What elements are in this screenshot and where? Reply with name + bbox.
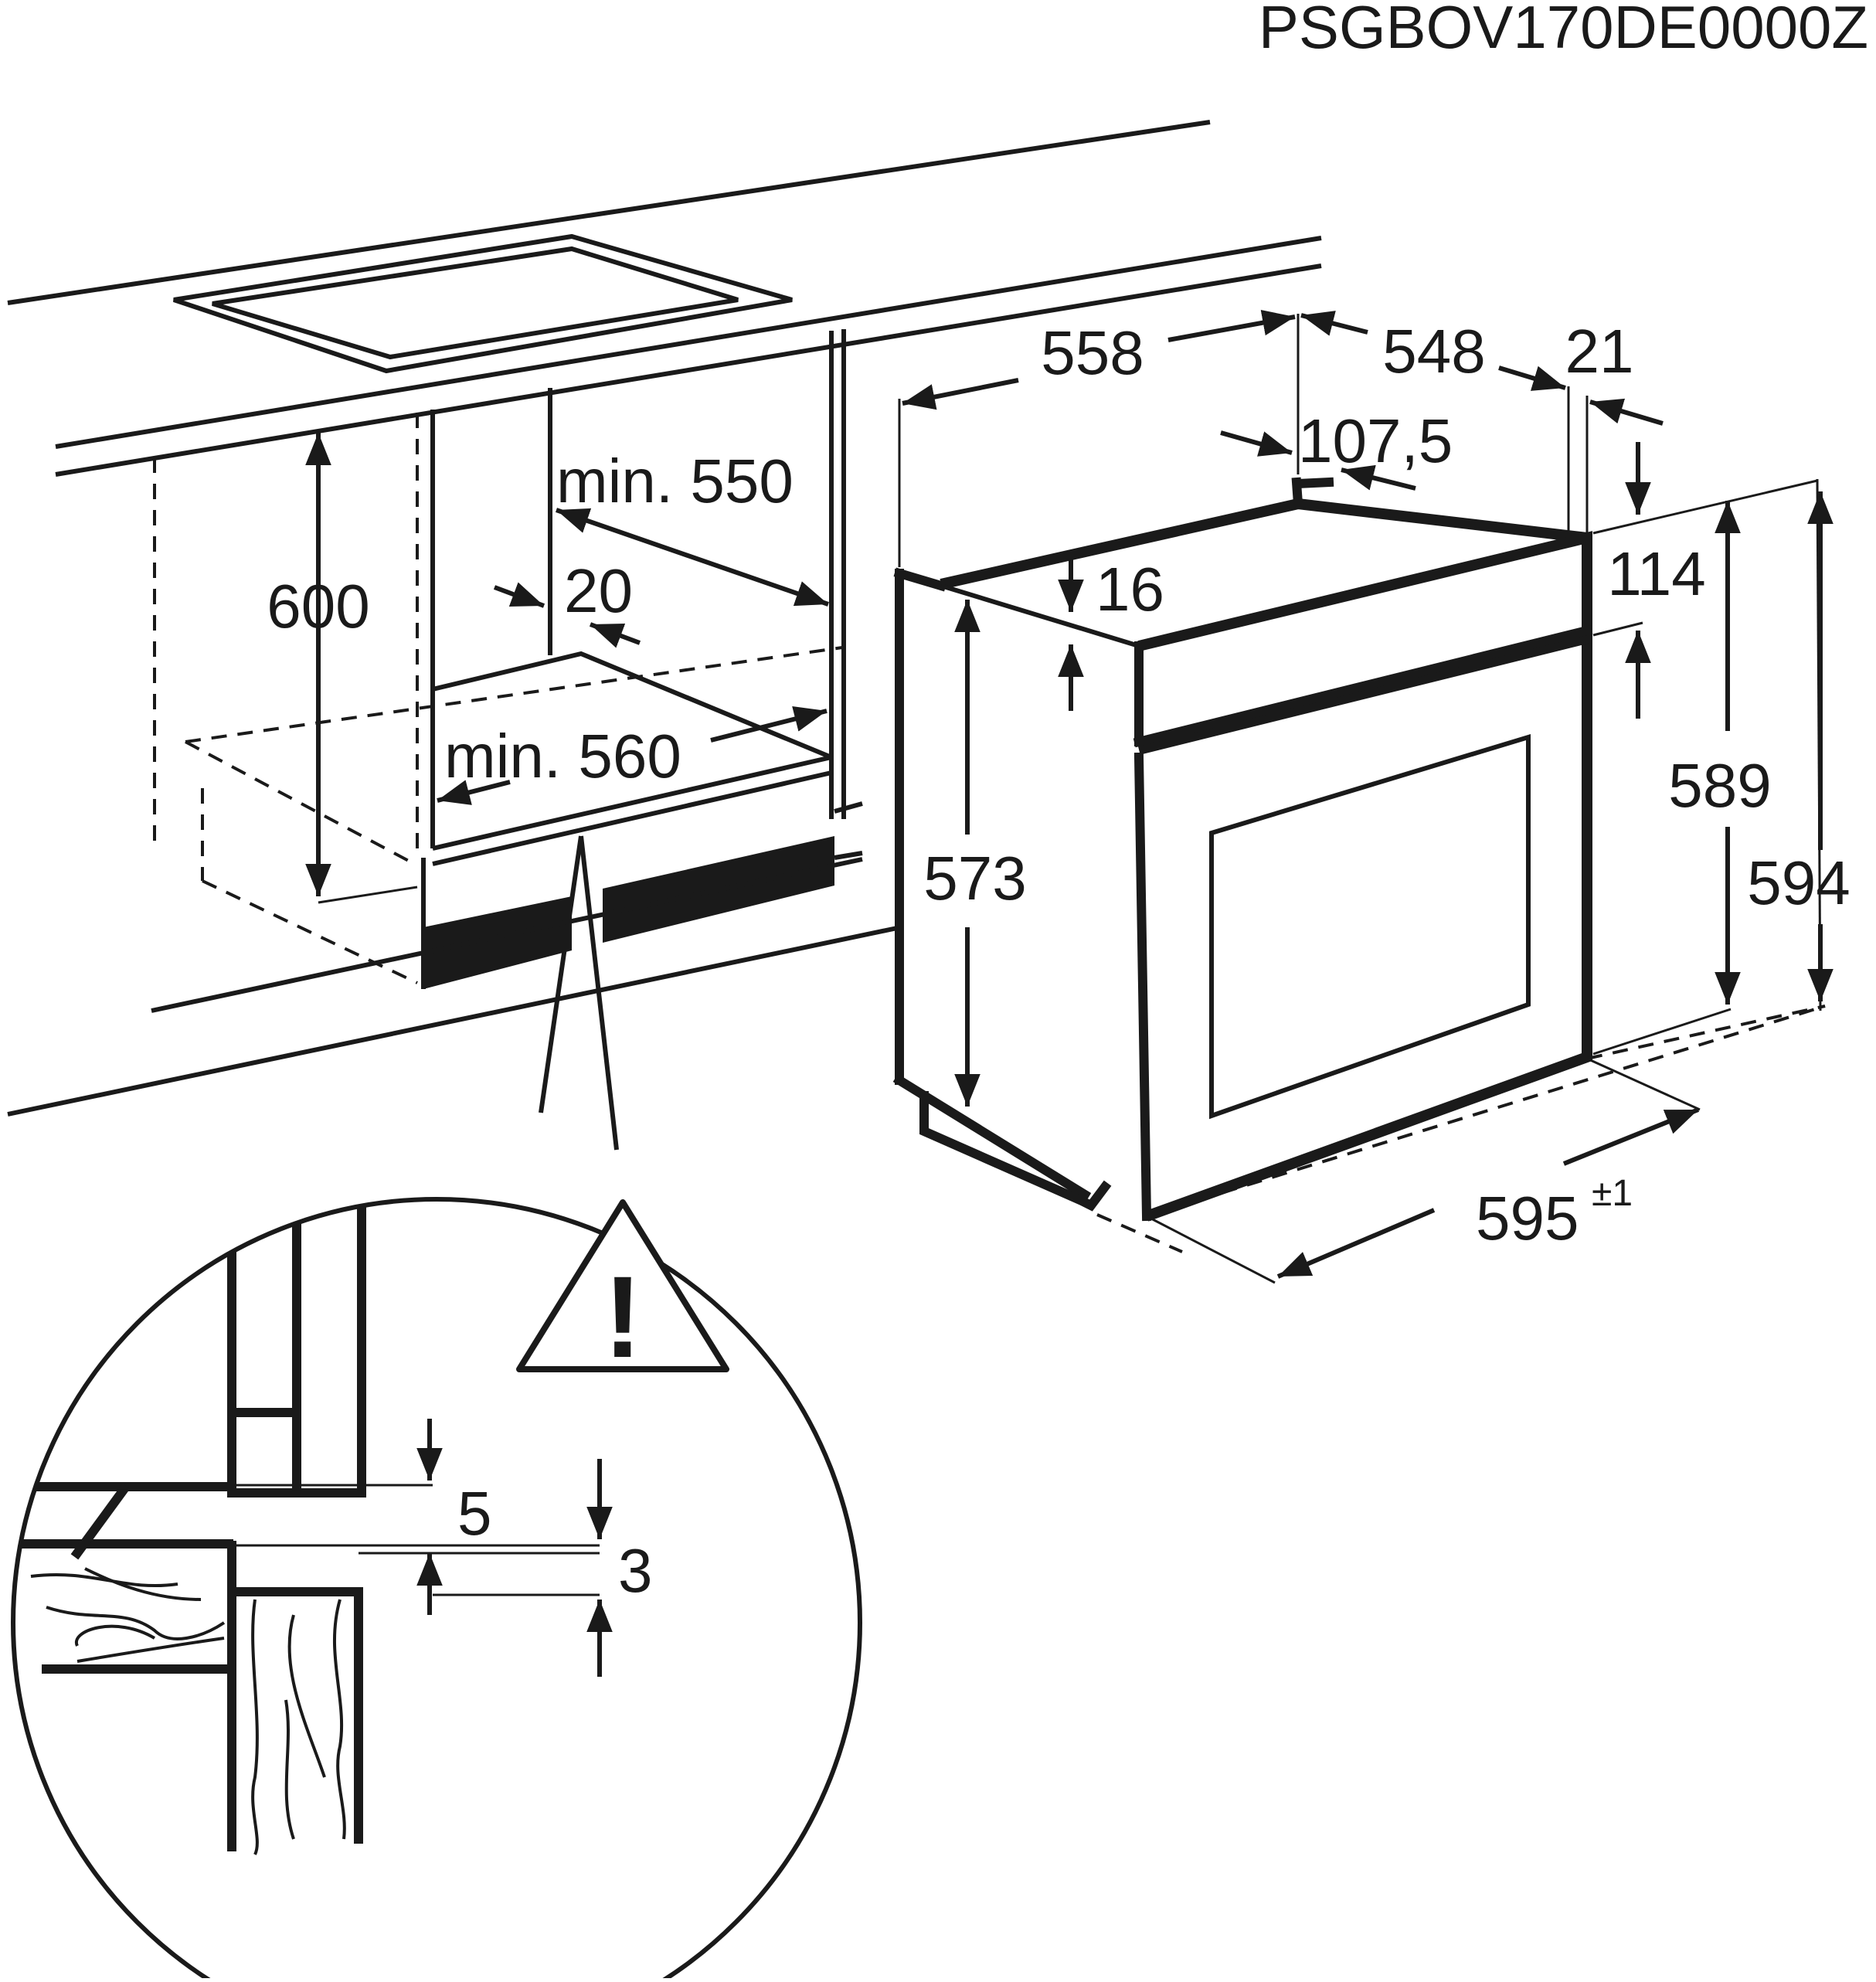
dimension-gap-top: 5 [416, 1419, 492, 1615]
hob [173, 233, 793, 374]
dim-3: 3 [618, 1536, 653, 1605]
plinth [423, 896, 572, 989]
dimension-depth-body: 548 [1300, 311, 1566, 391]
dim-21: 21 [1565, 317, 1634, 386]
dim-min-560: min. 560 [444, 722, 681, 790]
dim-600: 600 [267, 572, 369, 641]
dimension-gap-bottom: 3 [433, 1459, 653, 1677]
dimension-niche-height: 600 [267, 433, 418, 904]
warning-icon: ! [516, 1199, 729, 1382]
dim-548: 548 [1382, 317, 1485, 386]
dim-595: 595 [1476, 1184, 1579, 1253]
document-code: PSGBOV170DE0000Z [1259, 0, 1868, 61]
dim-107-5: 107,5 [1298, 406, 1453, 475]
dim-558: 558 [1041, 318, 1144, 387]
dimension-front-panel: 21 [1565, 317, 1664, 426]
warning-symbol: ! [603, 1252, 642, 1382]
dimension-niche-width: min. 560 [437, 706, 828, 805]
kitchen-cabinet [7, 120, 1322, 1117]
dimension-clearance: 20 [493, 556, 641, 648]
dimension-total-height: 594 [1747, 478, 1851, 1011]
dimension-panel-height: 114 [1607, 442, 1706, 719]
dim-573: 573 [923, 844, 1026, 913]
detail-section [13, 1199, 366, 1855]
dimension-front-step: 16 [1058, 552, 1164, 711]
dim-20: 20 [564, 556, 633, 625]
dim-594: 594 [1747, 848, 1850, 917]
oven-door-window [1209, 733, 1531, 1120]
dimension-front-height: 589 [1668, 501, 1772, 1005]
dimension-niche-depth: min. 550 [556, 447, 829, 607]
dimension-top-offset: 107,5 [1220, 406, 1453, 491]
dim-16: 16 [1096, 555, 1164, 624]
oven [892, 477, 1826, 1253]
dimension-width: 595 ±1 [1146, 1057, 1701, 1284]
dim-114: 114 [1607, 539, 1706, 608]
dimension-body-height: 573 [923, 600, 1027, 1107]
dim-5: 5 [457, 1479, 492, 1548]
dimension-depth-total: 558 [902, 310, 1296, 410]
detail-callout: ! 5 3 [11, 835, 862, 1982]
oven-extension-lines [898, 314, 1818, 1056]
dim-min-550: min. 550 [556, 447, 794, 515]
dim-595-tolerance: ±1 [1592, 1173, 1633, 1214]
dim-589: 589 [1668, 751, 1771, 820]
